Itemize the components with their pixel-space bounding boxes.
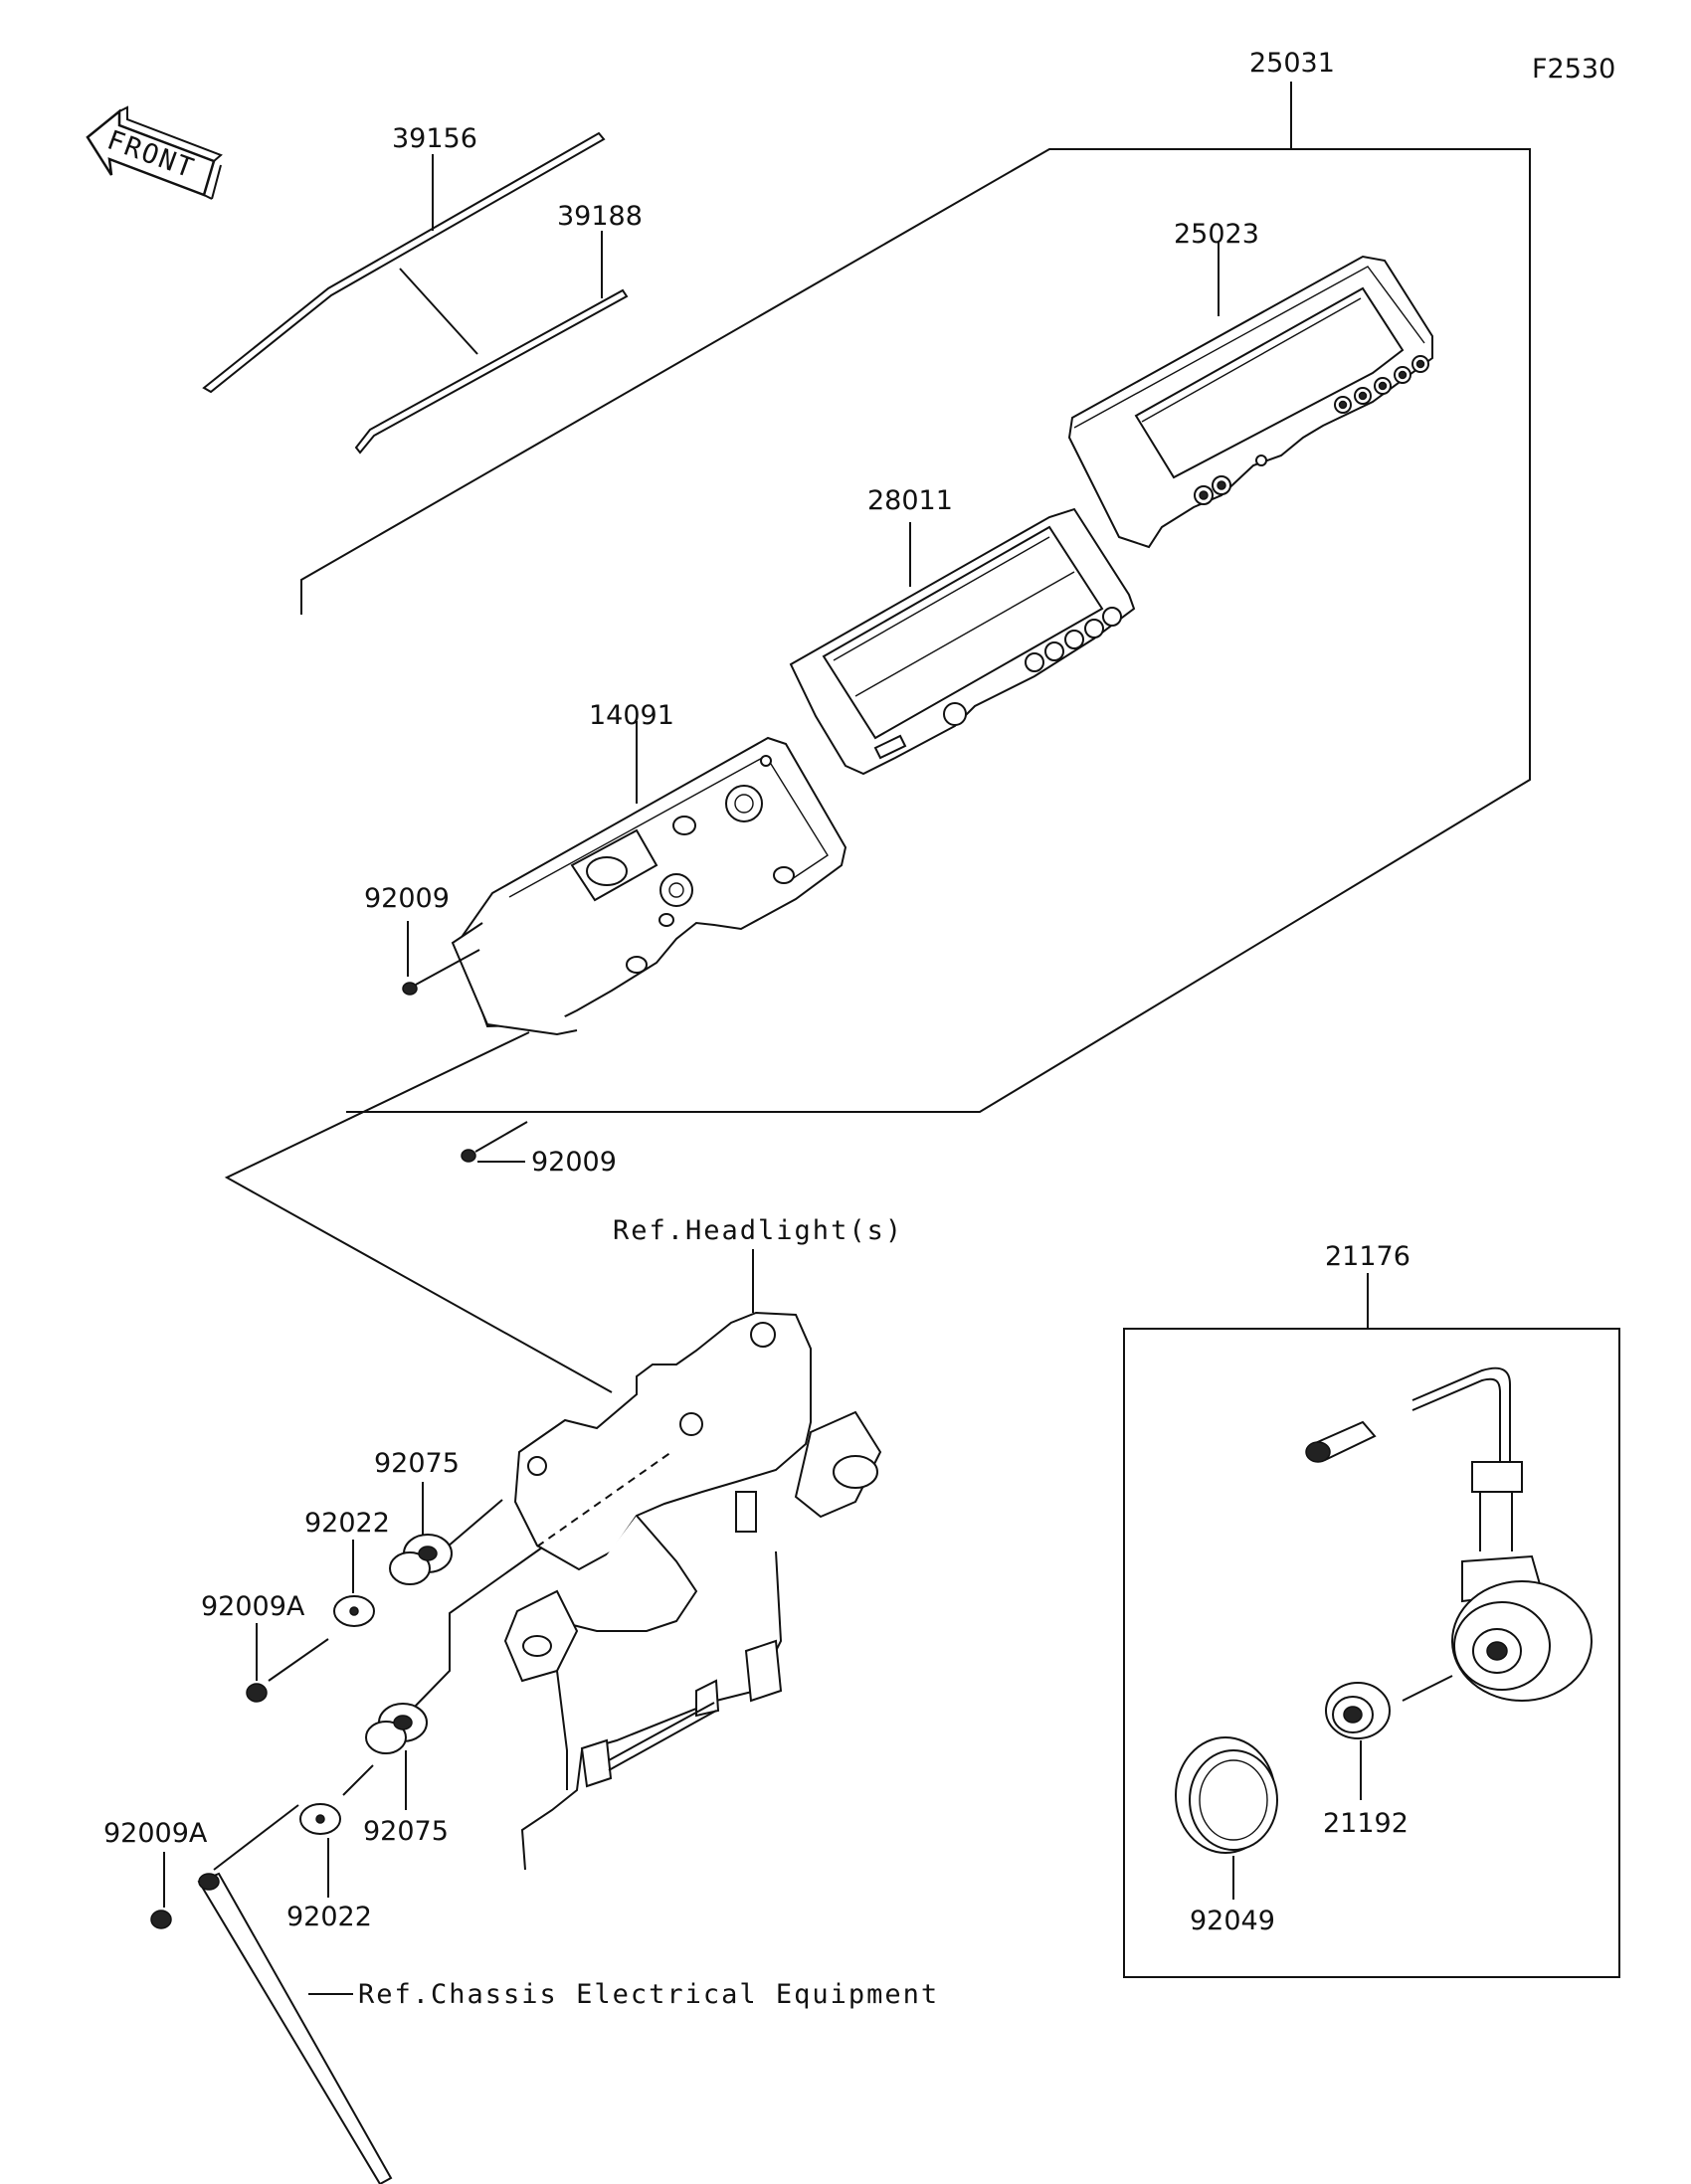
part-39156-sheet [202, 131, 606, 394]
part-39188-strip [354, 231, 629, 455]
part-25023-upper-cover [1067, 243, 1433, 549]
callout-92075-bottom: 92075 [363, 1816, 449, 1847]
callout-25023: 25023 [1174, 219, 1259, 250]
callout-21192: 21192 [1323, 1808, 1409, 1839]
part-14091-case [451, 721, 847, 1036]
ref-chassis-label: Ref.Chassis Electrical Equipment [358, 1979, 939, 2010]
part-21176-sensor-cable [1305, 1366, 1544, 1603]
callout-21176: 21176 [1325, 1241, 1410, 1272]
part-92009A-bolt-top [246, 1623, 329, 1703]
callout-92009-top: 92009 [364, 883, 450, 914]
part-92049-seal [1175, 1736, 1278, 1900]
part-92009-screw-top [402, 921, 480, 996]
part-92022-washer-bottom [299, 1764, 374, 1898]
chassis-strap [197, 1872, 393, 2184]
assembly-leader-line [224, 1031, 613, 1393]
front-arrow-icon: FRONT [86, 105, 223, 200]
assembly-25031-outline [300, 82, 1531, 1113]
part-92022-washer-top [333, 1540, 375, 1627]
callout-28011: 28011 [867, 485, 953, 516]
ref-headlight-label: Ref.Headlight(s) [613, 1215, 903, 1246]
callout-92009-bottom: 92009 [531, 1147, 617, 1178]
callout-92049: 92049 [1190, 1906, 1275, 1936]
callout-92009A-top: 92009A [201, 1591, 305, 1622]
part-92009-screw-bottom [461, 1121, 528, 1163]
callout-25031: 25031 [1249, 48, 1335, 79]
guide-line [412, 1547, 543, 1710]
figure-id: F2530 [1532, 54, 1615, 85]
callout-92009A-bottom: 92009A [103, 1818, 208, 1849]
part-21192-gear [1325, 1682, 1391, 1800]
callout-14091: 14091 [589, 700, 674, 731]
part-92075-grommet-top [389, 1482, 503, 1585]
part-28011-display-unit [789, 507, 1136, 776]
callout-39156: 39156 [392, 123, 477, 154]
callout-92075-top: 92075 [374, 1448, 460, 1479]
part-92075-grommet-bottom [365, 1703, 428, 1810]
callout-39188: 39188 [557, 201, 643, 232]
callout-92022-top: 92022 [304, 1508, 390, 1539]
part-92009A-bolt-bottom [150, 1804, 299, 1929]
headlight-bracket [503, 1249, 882, 1871]
assembly-21176-box [1123, 1273, 1620, 1978]
part-21176-drum-housing [1402, 1580, 1593, 1702]
callout-92022-bottom: 92022 [286, 1902, 372, 1932]
